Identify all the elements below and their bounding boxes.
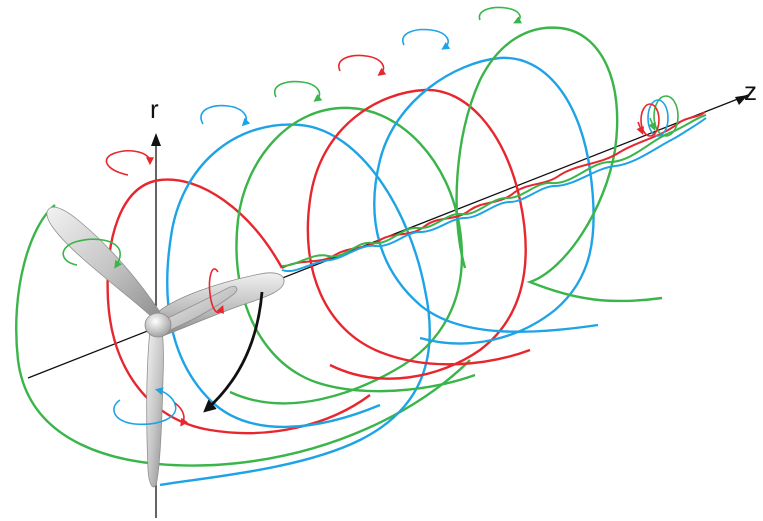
circular-arrow-icon: [113, 387, 177, 426]
green-helix-loop-2: [229, 106, 476, 405]
far-vortex-ring-red: [640, 103, 660, 137]
turbine-blade-lower: [146, 329, 164, 488]
circular-arrow-icon: [62, 238, 122, 269]
root-vortex-braid: [281, 111, 707, 273]
far-vortex-ring-green: [653, 95, 679, 137]
circular-arrow-icon: [105, 150, 154, 176]
turbine-hub: [144, 312, 172, 338]
z-axis-label: z: [744, 76, 757, 106]
root-vortex-blue: [281, 117, 707, 273]
tip-vortex-helices: [15, 26, 663, 487]
far-vortex-arrow-red: [636, 121, 644, 135]
blue-helix-loop-2: [373, 56, 599, 345]
far-vortex-ring-blue: [647, 99, 669, 137]
circular-arrow-icon: [338, 54, 387, 76]
rotor-rotation-arrow: [203, 291, 264, 413]
r-axis-arrowhead: [151, 133, 161, 146]
circular-arrow-icon: [478, 6, 523, 24]
root-vortex-green: [281, 114, 707, 267]
red-helix-loop-1: [106, 178, 371, 435]
turbine-blade-right: [159, 286, 238, 333]
circular-arrow-icon: [208, 268, 224, 314]
circular-arrow-icon: [174, 402, 188, 427]
root-vortex-red: [281, 111, 706, 269]
green-helix-loop-1: [15, 204, 471, 467]
turbine-blade-upper-left: [46, 206, 161, 321]
circular-arrow-icon: [401, 28, 451, 50]
r-axis-label: r: [150, 94, 159, 124]
circular-arrow-icon: [273, 80, 323, 102]
circular-arrow-icon: [200, 104, 251, 127]
z-axis-arrowhead: [735, 95, 748, 105]
red-helix-loop-2: [306, 88, 531, 380]
circular-arrow-markers: [62, 6, 679, 427]
far-vortex-arrow-green: [648, 117, 656, 131]
green-helix-loop-3: [455, 26, 663, 303]
wind-turbine: [46, 206, 285, 488]
